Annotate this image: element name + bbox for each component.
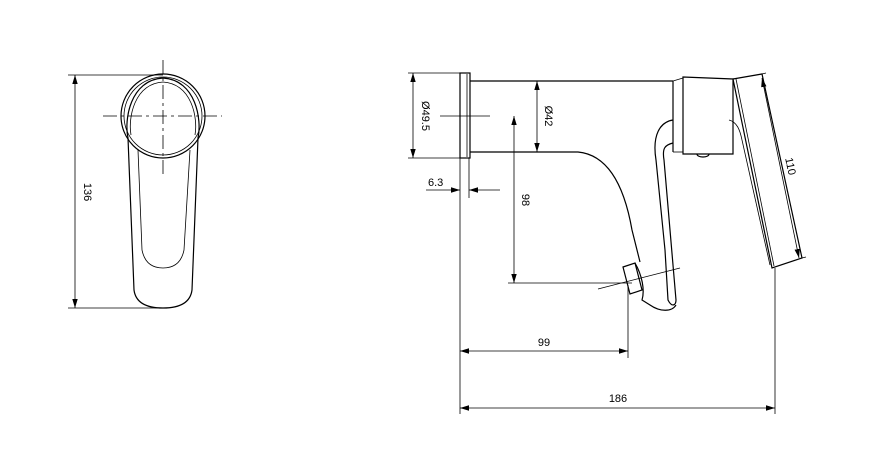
dimension-label-body-diameter: Ø42	[542, 106, 554, 127]
side-view: Ø49.5 Ø42 6.3 98 110 99 186	[408, 72, 807, 414]
dimension-label-flange-thickness: 6.3	[428, 177, 443, 189]
spout-tip	[634, 262, 677, 311]
lever-front-top-edge	[129, 81, 197, 136]
extension-line	[761, 72, 767, 75]
extension-line	[801, 256, 807, 259]
lever-front-outline	[126, 77, 200, 309]
body-joint	[672, 77, 684, 82]
dimension-label-flange-diameter: Ø49.5	[419, 101, 431, 131]
handle-body	[682, 76, 734, 155]
spout-body	[470, 80, 673, 263]
dimension-label-overall-length: 186	[609, 393, 627, 405]
handle-cap	[696, 153, 710, 158]
wall-flange	[459, 72, 471, 159]
lever-edge	[728, 119, 771, 266]
dimension-label-spout-height: 98	[519, 194, 531, 206]
dimension-lever-length	[761, 77, 800, 259]
front-view: 136	[68, 60, 222, 309]
dimension-label-lever-length: 110	[782, 157, 797, 177]
lever-pocket	[137, 149, 191, 269]
dimension-label-136: 136	[81, 183, 93, 201]
lever-arm	[654, 119, 677, 306]
aerator-axis	[597, 267, 681, 290]
dimension-label-spout-projection: 99	[538, 337, 550, 349]
